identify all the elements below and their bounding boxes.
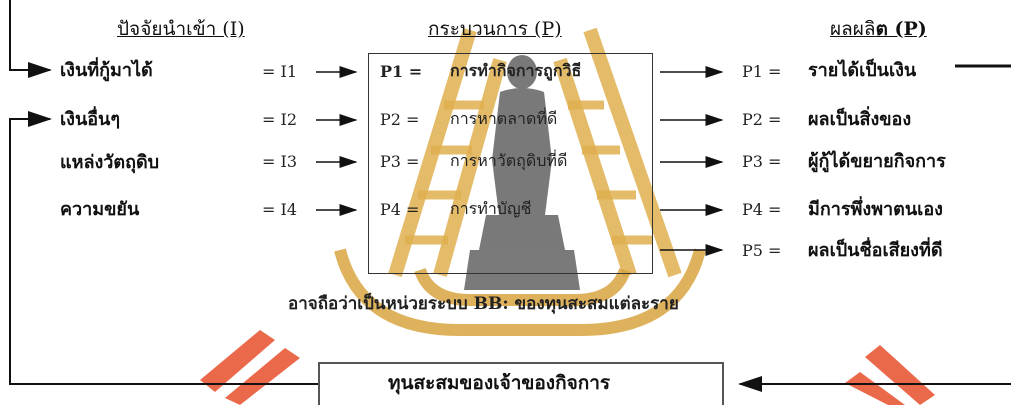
- header-output-prefix: ผลผลิ: [830, 18, 876, 40]
- process-label-2: การหาตลาดที่ดี: [450, 109, 558, 128]
- process-code-4: P4 =: [380, 200, 420, 219]
- input-label-4: ความขยัน: [60, 199, 140, 220]
- wreath: [334, 248, 706, 336]
- header-output: ผลผลิต (P): [830, 20, 927, 39]
- header-input: ปัจจัยนำเข้า (I): [117, 18, 245, 40]
- output-code-5: P5 =: [742, 241, 782, 260]
- capital-box: ทุนสะสมของเจ้าของกิจการ: [318, 362, 724, 405]
- output-label-2: ผลเป็นสิ่งของ: [808, 109, 912, 130]
- output-label-3: ผู้กู้ได้ขยายกิจการ: [808, 151, 946, 172]
- process-label-3: การหาวัตถุดิบที่ดี: [450, 151, 568, 170]
- output-code-4: P4 =: [742, 200, 782, 219]
- input-label-2: เงินอื่นๆ: [60, 109, 121, 130]
- statue-figure: [464, 55, 580, 290]
- header-output-bold: ต (P): [875, 18, 927, 40]
- output-code-1: P1 =: [742, 62, 782, 81]
- input-label-1: เงินที่กู้มาได้: [60, 60, 153, 81]
- output-code-2: P2 =: [742, 110, 782, 129]
- red-stripes: [200, 330, 935, 405]
- header-process: กระบวนการ (P): [428, 18, 562, 40]
- system-note: อาจถือว่าเป็นหน่วยระบบ BB: ของทุนสะสมแต่…: [288, 294, 679, 314]
- process-label-4: การทำบัญชี: [450, 199, 532, 218]
- input-label-3: แหล่งวัตถุดิบ: [60, 152, 160, 173]
- input-code-3: = I3: [262, 152, 297, 171]
- process-label-1: การทำกิจการถูกวิธี: [450, 61, 582, 80]
- input-code-4: = I4: [262, 200, 297, 219]
- output-label-4: มีการพึ่งพาตนเอง: [808, 199, 943, 220]
- input-code-1: = I1: [262, 62, 297, 81]
- process-code-1: P1 =: [380, 62, 423, 81]
- output-label-1: รายได้เป็นเงิน: [808, 60, 917, 81]
- capital-box-label: ทุนสะสมของเจ้าของกิจการ: [388, 372, 611, 394]
- output-label-5: ผลเป็นชื่อเสียงที่ดี: [808, 240, 943, 261]
- process-code-2: P2 =: [380, 110, 420, 129]
- process-code-3: P3 =: [380, 152, 420, 171]
- process-box: [368, 53, 653, 274]
- output-code-3: P3 =: [742, 152, 782, 171]
- input-code-2: = I2: [262, 110, 297, 129]
